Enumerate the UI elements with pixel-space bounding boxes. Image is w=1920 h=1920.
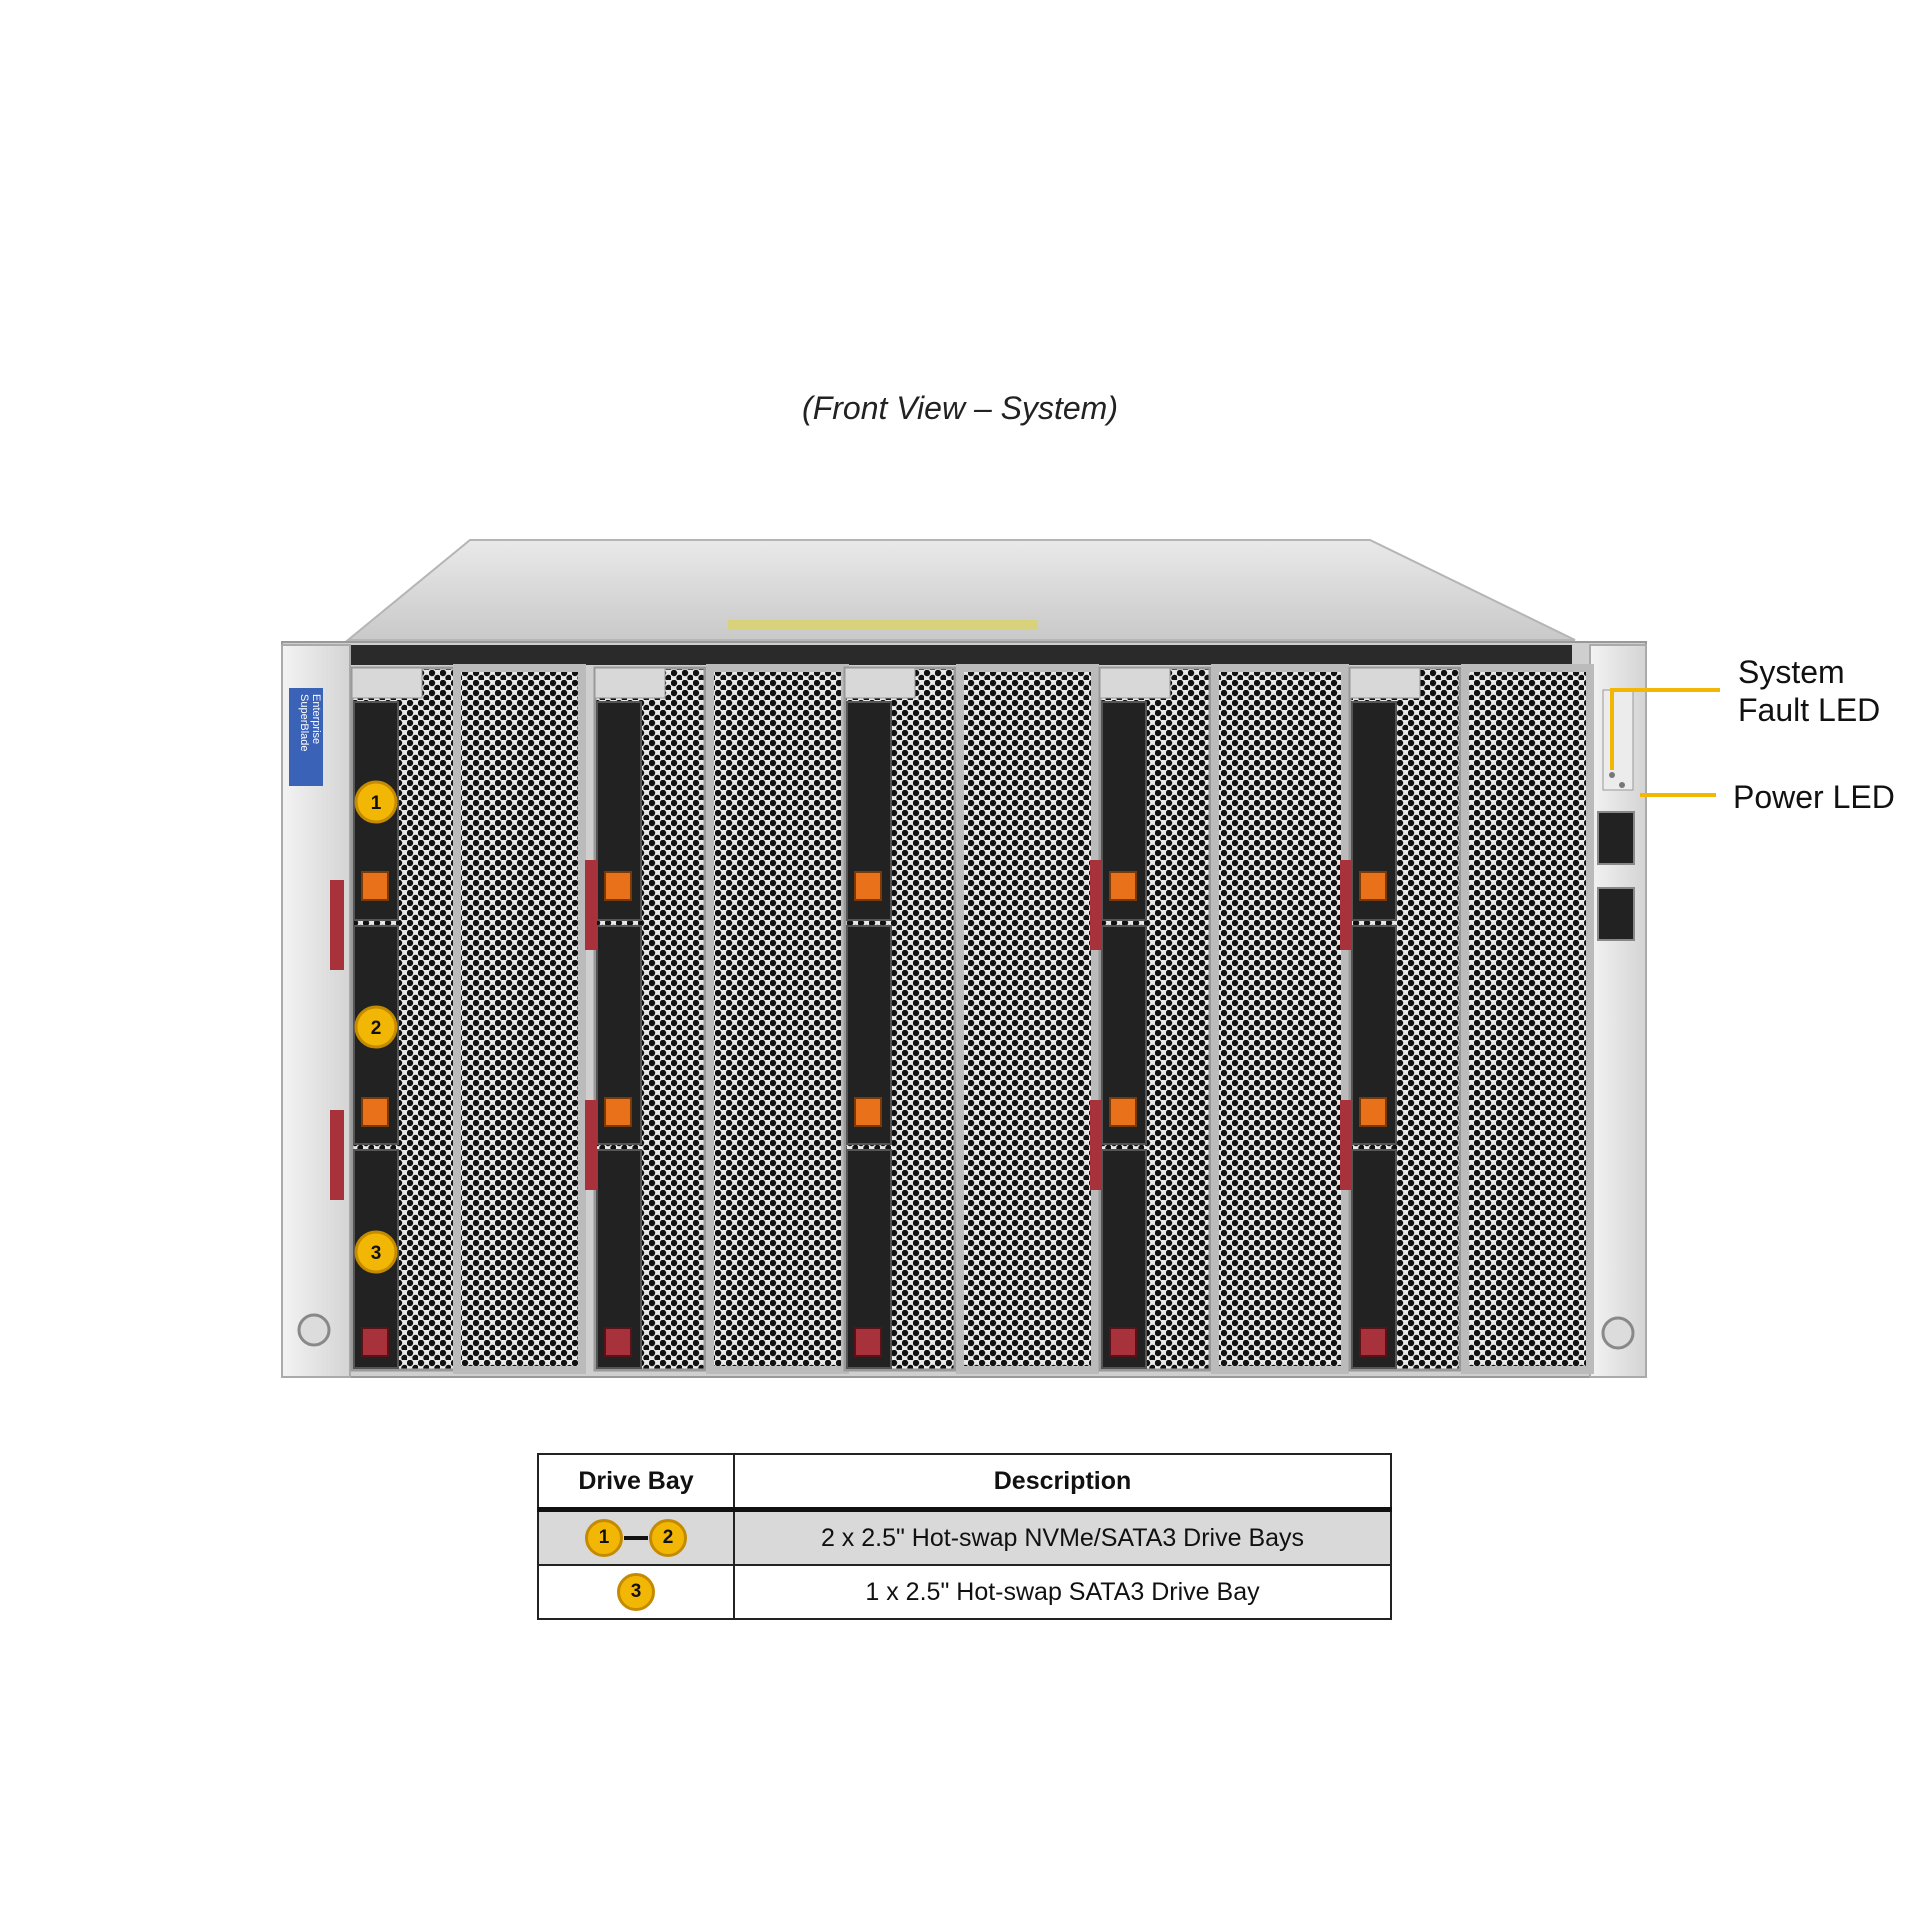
- left-thumbscrew: [297, 1313, 331, 1347]
- system-fault-led-label: System Fault LED: [1738, 653, 1880, 729]
- header-drive-bay: Drive Bay: [537, 1453, 735, 1512]
- table-badge-3: 3: [617, 1573, 655, 1611]
- table-badge-1: 1: [585, 1519, 623, 1557]
- table-header-row: Drive Bay Description: [537, 1453, 1392, 1512]
- description-cell: 1 x 2.5" Hot-swap SATA3 Drive Bay: [733, 1564, 1392, 1620]
- description-cell: 2 x 2.5" Hot-swap NVMe/SATA3 Drive Bays: [733, 1508, 1392, 1566]
- right-thumbscrew: [1601, 1316, 1635, 1350]
- blade-slot: [1211, 664, 1349, 1374]
- superblade-logo-text: SuperBlade: [298, 694, 310, 752]
- badge-1: 1: [354, 780, 398, 824]
- table-row: 3 1 x 2.5" Hot-swap SATA3 Drive Bay: [537, 1564, 1392, 1620]
- blade-slot: [706, 664, 849, 1374]
- system-fault-label-line1: System: [1738, 654, 1845, 690]
- chassis-top-label: [728, 620, 1038, 630]
- system-fault-leader-line: [1610, 688, 1720, 770]
- drive-latches: [361, 871, 1387, 1127]
- system-fault-label-line2: Fault LED: [1738, 692, 1881, 728]
- ethernet-port-2: [1597, 887, 1635, 941]
- header-description: Description: [733, 1453, 1392, 1512]
- blade-slot: [453, 664, 586, 1374]
- power-led: [1619, 782, 1625, 788]
- right-mounting-ear: [1589, 644, 1647, 1378]
- bottom-release-tabs: [361, 1327, 1387, 1357]
- system-fault-led: [1609, 772, 1615, 778]
- drive-bay-cell: 3: [537, 1564, 735, 1620]
- blade-slots: [350, 664, 1594, 1374]
- power-led-label: Power LED: [1733, 779, 1895, 815]
- ethernet-port-1: [1597, 811, 1635, 865]
- blade-slot: [956, 664, 1099, 1374]
- badge-1-text: 1: [371, 793, 382, 814]
- badge-3: 3: [354, 1230, 398, 1274]
- chassis-top: [345, 539, 1576, 641]
- badge-2-text: 2: [371, 1018, 382, 1039]
- blade-status-strips: [351, 667, 1421, 699]
- badge-2: 2: [354, 1005, 398, 1049]
- superblade-logo: [289, 688, 323, 786]
- blade-slot: [1461, 664, 1594, 1374]
- range-dash: [624, 1536, 648, 1540]
- superblade-logo-text-2: Enterprise: [310, 694, 322, 744]
- slot-header-strip: [350, 645, 1572, 665]
- cmm-led-panel: [1602, 689, 1634, 791]
- table-badge-2: 2: [649, 1519, 687, 1557]
- blade-ejector-handles: [330, 860, 1352, 1200]
- figure-caption: (Front View – System): [802, 390, 1118, 426]
- badge-3-text: 3: [371, 1243, 382, 1264]
